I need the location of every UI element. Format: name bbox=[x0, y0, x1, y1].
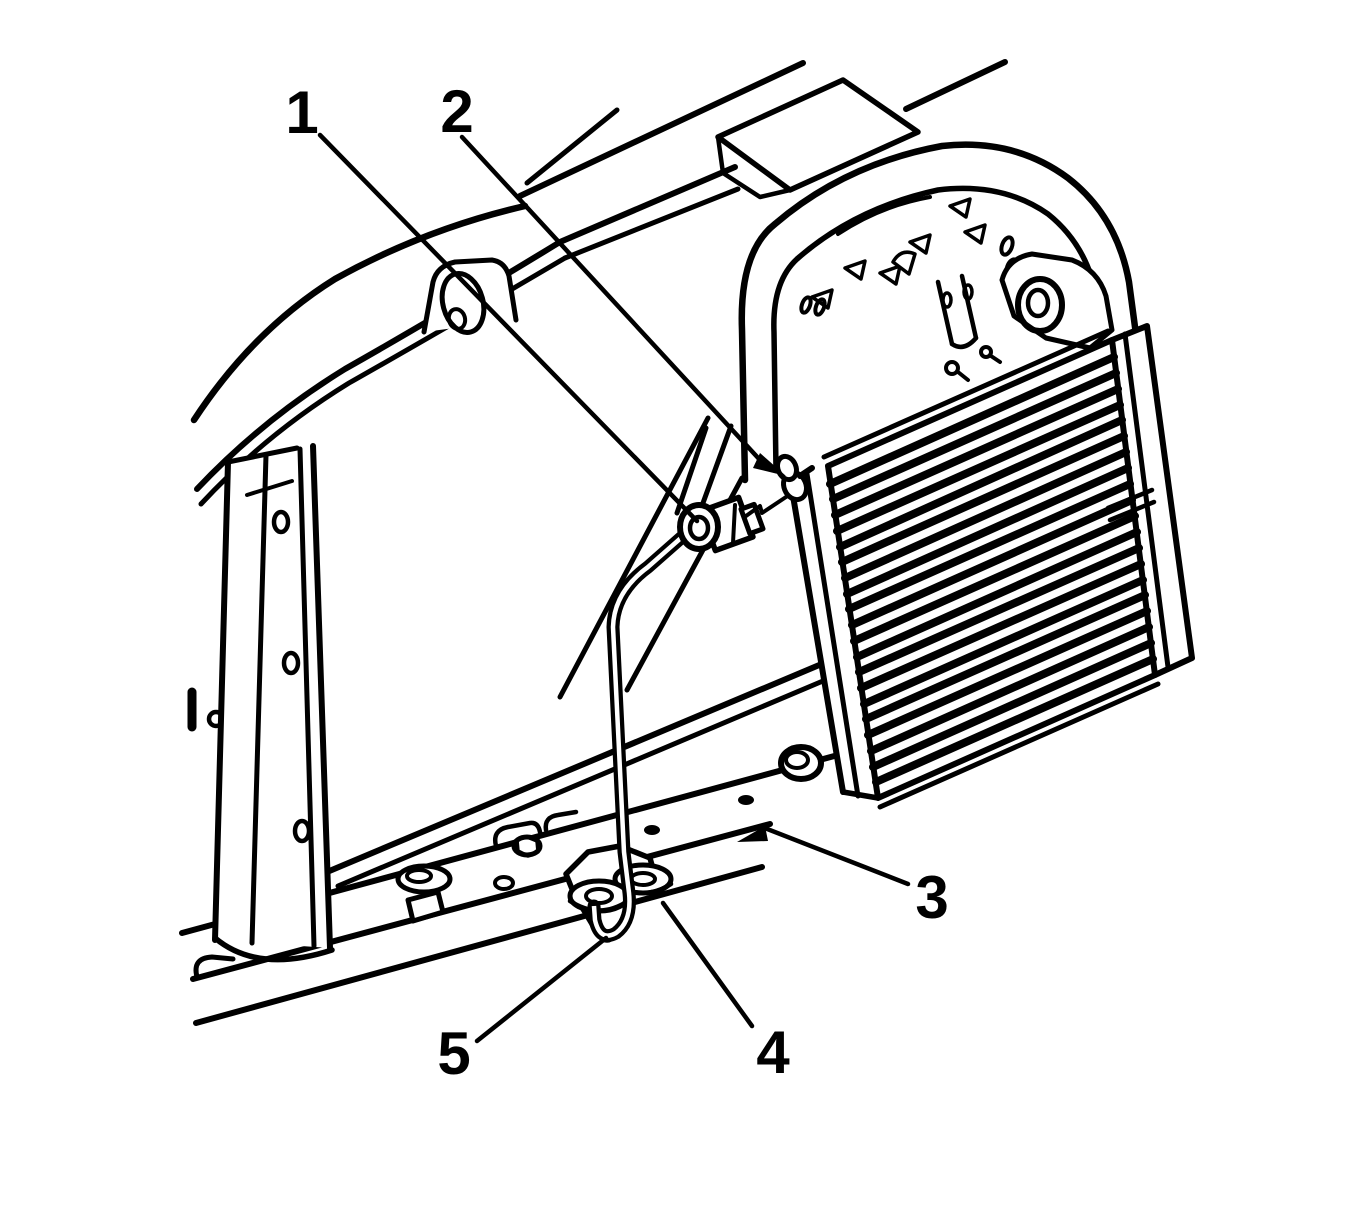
callout-3-label: 3 bbox=[915, 864, 948, 931]
rail-slot bbox=[493, 820, 543, 849]
callout-3-leader bbox=[759, 824, 911, 887]
crossmember-details bbox=[395, 795, 754, 924]
shroud-hole bbox=[999, 235, 1015, 257]
cooler-right-tank bbox=[1105, 323, 1195, 678]
callout-1-leader bbox=[317, 132, 700, 524]
pipe-fitting-nut bbox=[677, 493, 791, 554]
rail-hole bbox=[493, 875, 515, 891]
callout-3-arrowhead bbox=[737, 826, 768, 842]
cooler-mount-bracket bbox=[999, 251, 1115, 351]
rail-slot bbox=[543, 809, 579, 833]
callout-2-arrowhead bbox=[753, 453, 786, 476]
shroud-tabs bbox=[810, 197, 987, 310]
oil-cooler-pipe bbox=[587, 523, 697, 943]
cooler-fins bbox=[826, 353, 1157, 786]
bolt-head bbox=[979, 345, 993, 359]
rail-rivet bbox=[644, 825, 660, 835]
frame-arch bbox=[190, 202, 568, 507]
bracket-strap bbox=[935, 273, 1002, 382]
fan-shroud-bracket bbox=[738, 141, 1141, 484]
arch-bracket bbox=[421, 257, 519, 335]
frame-hook-detail bbox=[193, 954, 236, 980]
callout-leaders bbox=[317, 132, 911, 1044]
callout-4-leader bbox=[660, 900, 755, 1029]
callout-4-label: 4 bbox=[756, 1019, 790, 1086]
oil-cooler bbox=[778, 323, 1195, 810]
callout-5-leader bbox=[474, 935, 609, 1044]
rail-rivet bbox=[738, 795, 754, 805]
mounting-plate bbox=[715, 77, 921, 200]
callout-2-leader bbox=[459, 134, 763, 463]
pipe-stub bbox=[744, 493, 791, 518]
callout-2-label: 2 bbox=[440, 78, 473, 145]
upper-frame-rail bbox=[517, 59, 1008, 261]
bolt-head bbox=[944, 360, 960, 376]
mount-block bbox=[405, 889, 446, 924]
callout-5-label: 5 bbox=[437, 1020, 470, 1087]
shroud-hole bbox=[799, 295, 813, 315]
callout-1-label: 1 bbox=[285, 79, 318, 146]
channel-hole bbox=[271, 509, 291, 535]
cooler-left-tank bbox=[778, 471, 881, 801]
channel-hole bbox=[281, 650, 301, 676]
radiator-support-channel bbox=[212, 443, 335, 963]
channel-hole bbox=[292, 818, 312, 844]
shroud-hole bbox=[813, 297, 827, 317]
